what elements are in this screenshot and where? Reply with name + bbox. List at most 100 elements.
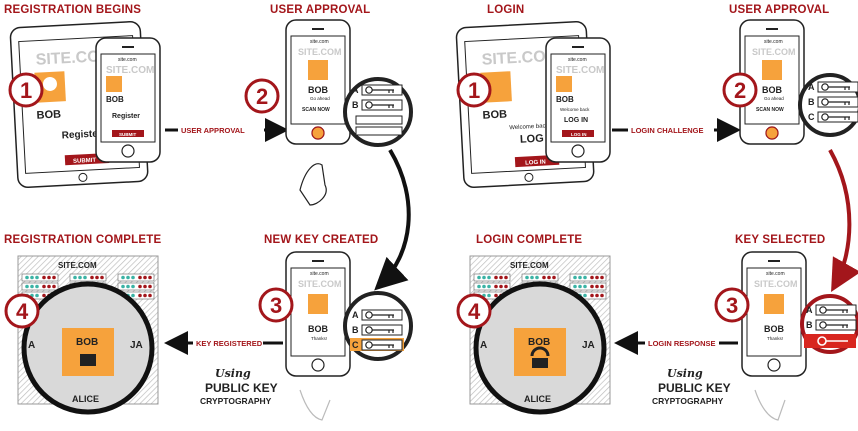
tablet-login-user: BOB [482,108,507,121]
tablet-login-site-large: SITE.COM [481,48,559,69]
arrow-label-key-registered: KEY REGISTERED [196,339,263,348]
ks-site-large: SITE.COM [754,279,798,289]
panel-login: SITE.COM BOB Welcome back LOG IN LOG IN … [455,20,611,189]
server-bob-2: BOB [528,337,550,348]
arrow-login-challenge: LOGIN CHALLENGE [612,118,741,142]
title-registration-complete: REGISTRATION COMPLETE [4,234,161,246]
server-site-2: SITE.COM [510,261,549,270]
pl-site-small: site.com [568,57,587,63]
ua1-user: BOB [308,85,329,95]
step-4-circle-a: 4 [4,293,40,329]
ua2-site-large: SITE.COM [752,47,796,57]
pk-crypto-2: CRYPTOGRAPHY [652,396,724,406]
arrow-label-login-challenge: LOGIN CHALLENGE [631,126,704,135]
panel-registration-complete: SITE.COM BOB ALICE A JA 4 [4,255,159,415]
key-magnifier-new: A B C [343,291,413,361]
nk-user: BOB [308,324,329,334]
pl-log-in-btn: LOG IN [571,132,587,137]
step-4-circle-b: 4 [456,293,492,329]
key-b-label-1: B [352,100,359,110]
title-registration-begins: REGISTRATION BEGINS [4,4,141,16]
curved-arrow-down-1 [374,148,411,291]
step-1-number: 1 [20,78,32,103]
step-2-number-a: 2 [256,84,268,109]
step-1-circle: 1 [8,72,44,108]
title-new-key-created: NEW KEY CREATED [264,234,378,246]
server-ja-1: JA [130,340,143,351]
server-ja-2: JA [582,340,595,351]
key-b-label-3: B [808,97,815,107]
step-4-number-b: 4 [468,299,481,324]
key-a-label-2: A [352,310,359,320]
server-bob-1: BOB [76,337,98,348]
title-login-complete: LOGIN COMPLETE [476,234,582,246]
nk-site-small: site.com [310,271,329,277]
ks-user: BOB [764,324,785,334]
arrow-label-login-response: LOGIN RESPONSE [648,339,716,348]
key-magnifier-selected: A B [800,294,858,354]
pl-site-large: SITE.COM [556,65,604,76]
ua1-site-large: SITE.COM [298,47,342,57]
step-3-number-b: 3 [726,293,738,318]
pl-user: BOB [556,95,574,104]
pl-log-in: LOG IN [564,117,588,124]
step-3-circle-b: 3 [714,287,750,323]
ua2-site-small: site.com [764,39,783,45]
title-login: LOGIN [487,4,524,16]
panel-new-key-created: site.com SITE.COM BOB Thanks! 3 A B C Us… [200,251,413,421]
phone-register: Register [112,113,140,120]
panel-registration-begins: SITE.COM BOB Register SUBMIT site.com SI… [8,20,161,189]
tablet-user: BOB [36,108,61,121]
ua1-go-ahead: Go ahead [310,96,330,101]
ua2-user: BOB [762,85,783,95]
hand-icon [299,163,327,206]
arrow-label-user-approval: USER APPROVAL [181,126,245,135]
key-c-label-3: C [808,112,815,122]
title-key-selected: KEY SELECTED [735,234,825,246]
panel-user-approval-1: site.com SITE.COM BOB Go ahead SCAN NOW … [244,19,413,206]
server-a-2: A [480,340,487,351]
hand-icon-2 [299,389,331,421]
phone-login: site.com SITE.COM BOB Welcome back LOG I… [545,37,611,163]
arrow-login-response: LOGIN RESPONSE [614,331,738,355]
key-a-label-4: A [806,305,813,315]
step-2-circle-b: 2 [722,72,758,108]
phone-site-large: SITE.COM [106,65,154,76]
panel-key-selected: site.com SITE.COM BOB Thanks! 3 A B Usin… [652,251,858,421]
ks-thanks: Thanks! [767,336,783,341]
title-user-approval-2: USER APPROVAL [729,4,829,16]
step-1-circle-b: 1 [456,72,492,108]
step-2-number-b: 2 [734,78,746,103]
hand-icon-3 [754,389,786,421]
arrow-user-approval: USER APPROVAL [165,118,289,142]
panel-login-complete: SITE.COM BOB ALICE A JA 4 [456,255,611,415]
pk-using-2: Using [667,367,703,380]
nk-thanks: Thanks! [311,336,327,341]
key-c-label-2: C [352,340,359,350]
key-b-label-2: B [352,325,359,335]
curved-arrow-down-2 [828,149,858,292]
pk-public-key-2: PUBLIC KEY [658,381,731,395]
step-3-number-a: 3 [270,293,282,318]
server-site-1: SITE.COM [58,261,97,270]
ua1-site-small: site.com [310,39,329,45]
step-3-circle-a: 3 [258,287,294,323]
panel-user-approval-2: site.com SITE.COM BOB Go ahead SCAN NOW … [722,19,858,145]
pk-crypto-1: CRYPTOGRAPHY [200,396,272,406]
ua2-scan-now: SCAN NOW [756,107,784,113]
phone-submit: SUBMIT [119,132,136,137]
tablet-login-btn: LOG IN [525,159,546,166]
pk-public-key-1: PUBLIC KEY [205,381,278,395]
phone-registration: site.com SITE.COM BOB Register SUBMIT [95,37,161,163]
tablet-register: Register [61,128,102,141]
server-a-1: A [28,340,35,351]
ua2-go-ahead: Go ahead [764,96,784,101]
pk-using-1: Using [215,367,251,380]
server-alice-2: ALICE [524,394,551,404]
step-2-circle-a: 2 [244,78,280,114]
tablet-submit: SUBMIT [73,158,97,165]
tablet-site-large: SITE.COM [35,48,113,69]
key-b-label-4: B [806,320,813,330]
ks-site-small: site.com [766,271,785,277]
